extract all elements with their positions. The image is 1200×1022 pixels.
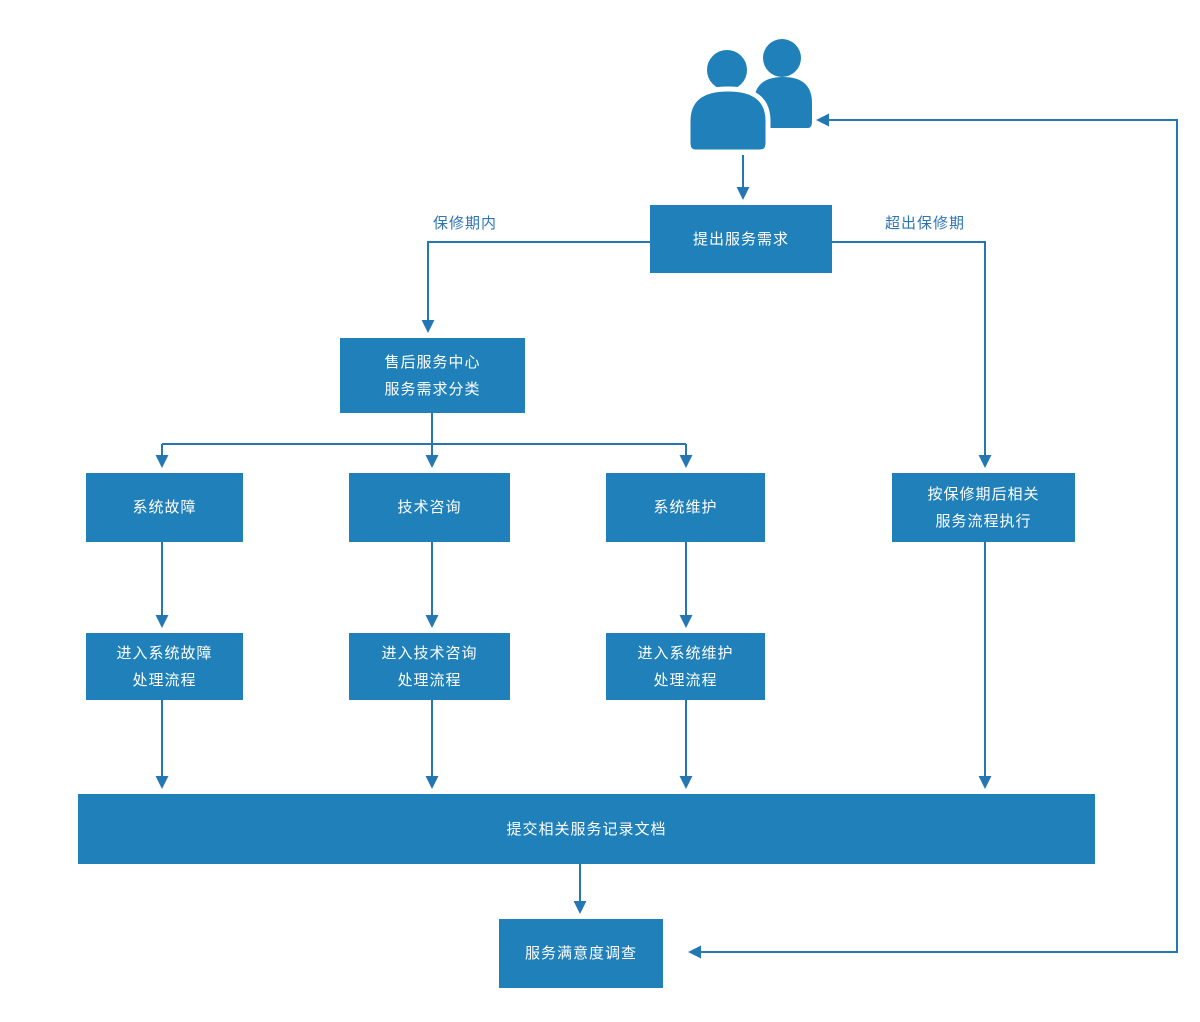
node-technical-consult: 技术咨询 <box>349 473 510 542</box>
node-fault-handling-flow-line1: 进入系统故障 <box>116 644 213 662</box>
node-service-center-classify: 售后服务中心 服务需求分类 <box>340 338 525 413</box>
node-system-fault-label: 系统故障 <box>132 499 197 516</box>
node-submit-service-records: 提交相关服务记录文档 <box>78 794 1095 864</box>
edge-request-to-classify <box>421 241 650 333</box>
node-system-maintain-label: 系统维护 <box>653 499 718 516</box>
node-satisfaction-survey-label: 服务满意度调查 <box>524 945 637 962</box>
node-fault-handling-flow: 进入系统故障 处理流程 <box>86 633 243 700</box>
node-service-center-classify-line2: 服务需求分类 <box>384 380 481 398</box>
node-maintain-handling-flow-line1: 进入系统维护 <box>637 644 734 662</box>
edge-request-to-postwarranty <box>832 241 992 468</box>
customers-icon <box>685 39 812 155</box>
node-consult-handling-flow-line2: 处理流程 <box>397 671 462 689</box>
edge-label-out-of-warranty: 超出保修期 <box>885 215 966 232</box>
edge-feedback-to-customers <box>816 113 1178 536</box>
node-service-center-classify-line1: 售后服务中心 <box>384 353 481 371</box>
node-submit-service-records-label: 提交相关服务记录文档 <box>506 820 667 838</box>
edge-feedback-to-survey <box>688 536 1178 959</box>
node-post-warranty-process-line1: 按保修期后相关 <box>927 485 1040 503</box>
node-consult-handling-flow-line1: 进入技术咨询 <box>381 644 478 662</box>
node-consult-handling-flow: 进入技术咨询 处理流程 <box>349 633 510 700</box>
node-system-maintain: 系统维护 <box>606 473 765 542</box>
node-fault-handling-flow-line2: 处理流程 <box>132 671 197 689</box>
node-post-warranty-process-line2: 服务流程执行 <box>935 512 1032 530</box>
node-maintain-handling-flow: 进入系统维护 处理流程 <box>606 633 765 700</box>
node-technical-consult-label: 技术咨询 <box>397 499 462 516</box>
node-satisfaction-survey: 服务满意度调查 <box>499 919 663 988</box>
node-system-fault: 系统故障 <box>86 473 243 542</box>
node-post-warranty-process: 按保修期后相关 服务流程执行 <box>892 473 1075 542</box>
node-maintain-handling-flow-line2: 处理流程 <box>653 671 718 689</box>
node-service-request-label: 提出服务需求 <box>692 230 789 248</box>
node-service-request: 提出服务需求 <box>650 205 832 273</box>
edge-label-in-warranty: 保修期内 <box>433 215 498 232</box>
